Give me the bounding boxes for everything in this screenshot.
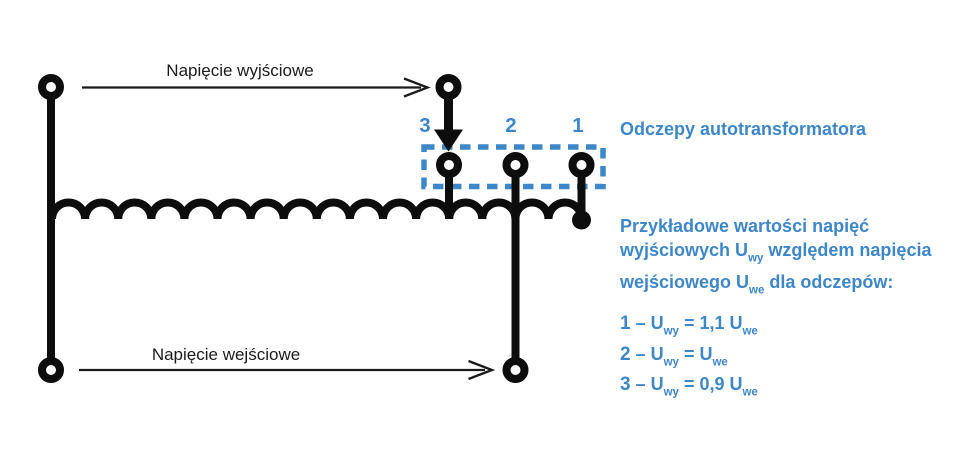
winding-coil: [48, 198, 586, 220]
input-voltage-arrow-head: [468, 359, 496, 381]
tap-3-terminal: [436, 152, 462, 178]
tap-2-terminal: [502, 152, 529, 178]
voltage-description: Przykładowe wartości napięć wyjściowych …: [620, 215, 931, 303]
input-voltage-label: Napięcie wejściowe: [151, 345, 301, 364]
tap-voltage-item-2: 2 – Uwy = Uwe: [620, 343, 728, 369]
selector-arrow-head: [434, 129, 463, 152]
voltage-description-line-2: wyjściowych Uwy względem napięcia: [620, 239, 932, 265]
terminal-bottom-left: [38, 357, 64, 383]
tap-number-2: 2: [505, 114, 517, 137]
terminal-top-left: [38, 74, 64, 100]
tap-number-1: 1: [572, 114, 584, 137]
taps-heading: Odczepy autotransformatora: [620, 119, 867, 139]
output-voltage-label: Napięcie wyjściowe: [166, 61, 314, 80]
tap-number-3: 3: [419, 114, 431, 137]
tap-voltage-item-3: 3 – Uwy = 0,9 Uwe: [620, 374, 758, 399]
tap-1-terminal: [568, 152, 595, 178]
output-voltage-arrow-head: [403, 77, 431, 98]
tap-voltage-item-1: 1 – Uwy = 1,1 Uwe: [620, 313, 758, 338]
coil-end-junction-dot: [572, 210, 591, 230]
voltage-description-line-1: Przykładowe wartości napięć: [620, 216, 870, 236]
tap-voltage-list: 1 – Uwy = 1,1 Uwe 2 – Uwy = Uwe 3 – Uwy …: [620, 312, 758, 404]
voltage-description-line-3: wejściowego Uwe dla odczepów:: [620, 271, 894, 297]
terminal-bottom-right: [502, 357, 529, 383]
terminal-top-right: [435, 74, 462, 100]
